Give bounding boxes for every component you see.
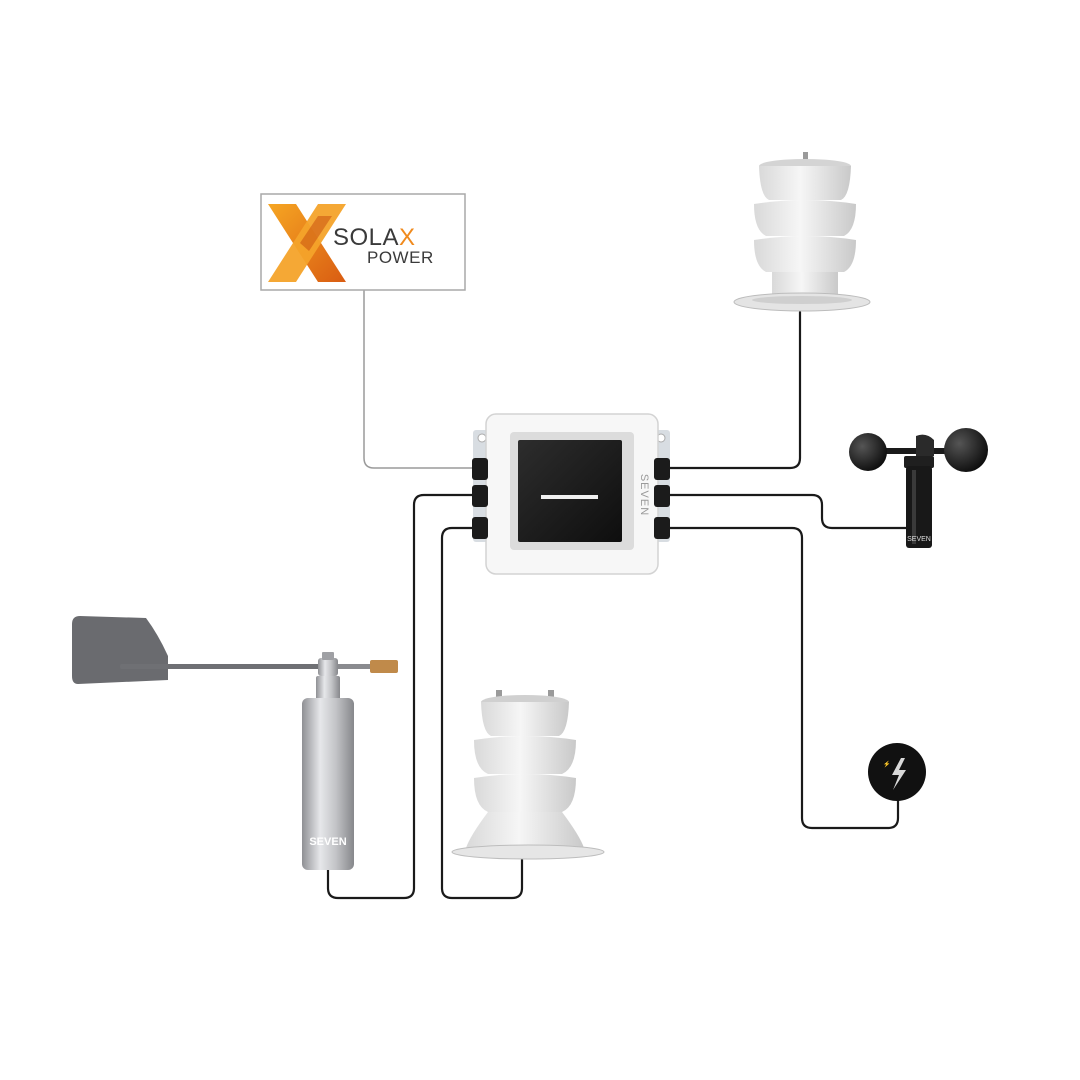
hub-brand-label: SEVEN (638, 474, 650, 516)
anemometer-cup-right (944, 428, 988, 472)
logo-brand-name: SOLAX (333, 224, 416, 251)
wind-vane-fin (72, 616, 168, 684)
lightning-icon (892, 758, 906, 790)
hub-connectors-right (654, 458, 670, 539)
radiation-shield-bottom (451, 690, 605, 860)
wire-lightning-to-hub (660, 526, 900, 830)
wire-logo-to-hub (363, 289, 481, 469)
radiation-shield-top (733, 152, 871, 312)
solax-x-mark-icon (268, 204, 346, 282)
data-logger-hub: SEVEN (472, 413, 670, 575)
wire-wind-vane-to-hub (326, 493, 482, 900)
wind-vane-brand-label: SEVEN (309, 836, 346, 848)
wires (326, 289, 910, 900)
hub-connectors-left (472, 458, 488, 539)
anemometer-brand-label: SEVEN (907, 536, 931, 543)
lightning-sensor: ⚡ (868, 743, 926, 801)
wire-anemometer-to-hub (660, 493, 910, 530)
wind-vane-body (302, 698, 354, 870)
cup-anemometer: SEVEN (849, 428, 988, 548)
svg-text:⚡: ⚡ (883, 760, 890, 768)
solax-power-logo: SOLAX POWER (260, 193, 466, 291)
wind-vane: SEVEN (72, 616, 398, 870)
wind-vane-counterweight (370, 660, 398, 673)
solar-panel-icon (518, 440, 622, 542)
wire-top-shield-to-hub (660, 310, 802, 470)
anemometer-cup-left (849, 433, 887, 471)
logo-brand-sub: POWER (367, 248, 434, 267)
wire-bottom-shield-to-hub (440, 526, 524, 900)
